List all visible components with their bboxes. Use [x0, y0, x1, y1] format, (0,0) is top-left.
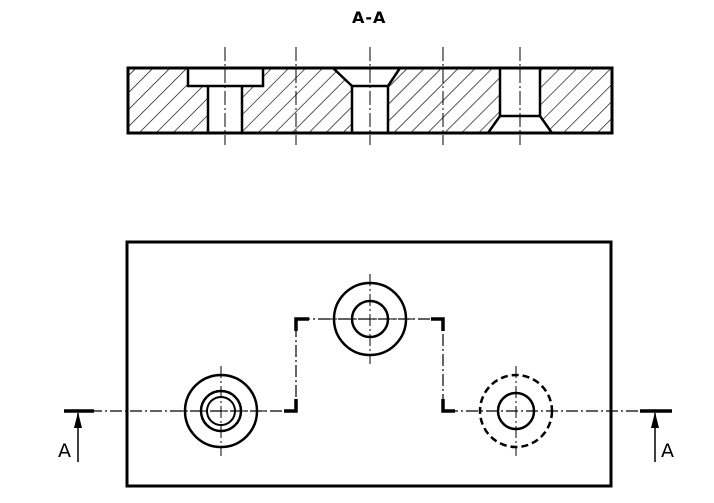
top-view-center-lines: [176, 274, 517, 456]
cutting-plane-corners: [284, 317, 455, 413]
top-view: [64, 240, 672, 488]
cutting-plane-line: [70, 318, 670, 412]
section-title: A-A: [352, 8, 387, 27]
right-view-arrow: [640, 409, 672, 462]
section-outline: [126, 66, 614, 135]
section-view: [126, 47, 614, 145]
plate-outline: [125, 240, 613, 488]
section-hatching: [128, 68, 612, 133]
cutting-plane-label-left: A: [58, 440, 72, 462]
left-view-arrow: [64, 409, 94, 462]
section-center-lines: [224, 47, 521, 145]
cutting-plane-label-right: A: [661, 440, 675, 462]
